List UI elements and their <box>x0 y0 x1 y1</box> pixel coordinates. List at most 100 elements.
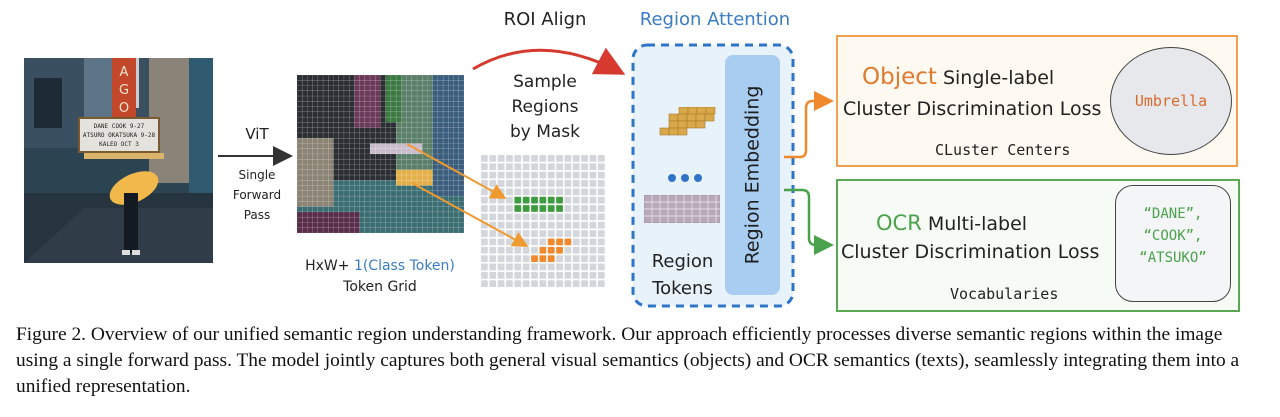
input-photo: A G O DANE COOK 9-27 ATSURO OKATSUKA 9-2… <box>24 58 213 263</box>
mask-cell-empty <box>539 188 547 196</box>
sign-letter: A <box>120 65 129 80</box>
roi-align-arrow <box>472 47 626 75</box>
mask-cell-text-region <box>556 196 563 204</box>
token-cell <box>458 95 464 102</box>
token-grid-label: Token Grid <box>343 279 417 295</box>
mask-cell-empty <box>556 221 563 229</box>
mask-cell-empty <box>489 163 497 171</box>
mask-cell-empty <box>581 271 588 279</box>
figure-caption: Figure 2. Overview of our unified semant… <box>16 324 1240 397</box>
mask-cell-empty <box>589 171 597 179</box>
mask-cell-empty <box>597 171 605 179</box>
mask-cell-empty <box>556 263 563 271</box>
mask-cell-empty <box>597 230 605 237</box>
mask-cell-empty <box>597 163 605 171</box>
mask-cell-empty <box>572 155 580 162</box>
mask-cell-empty <box>522 155 530 162</box>
mask-cell-empty <box>489 171 497 179</box>
mask-cell-empty <box>539 280 547 288</box>
ago-sign <box>112 58 136 118</box>
mask-cell-empty <box>589 205 597 212</box>
mask-cell-empty <box>489 155 497 162</box>
mask-cell-empty <box>489 271 497 279</box>
mask-cell-empty <box>581 221 588 229</box>
ocr-loss-title: OCR Multi-label <box>876 211 1027 235</box>
mask-cell-empty <box>497 163 505 171</box>
mask-cell-empty <box>481 271 488 279</box>
mask-cell-empty <box>581 255 588 262</box>
mask-cell-empty <box>539 213 547 221</box>
mask-cell-umbrella-region <box>556 246 563 254</box>
mask-cell-empty <box>564 171 572 179</box>
mask-cell-empty <box>589 221 597 229</box>
mask-cell-empty <box>506 246 513 254</box>
mask-cell-empty <box>506 263 513 271</box>
mask-cell-empty <box>589 155 597 162</box>
mask-cell-empty <box>506 213 513 221</box>
mask-cell-empty <box>581 238 588 246</box>
mask-cell-empty <box>489 238 497 246</box>
mask-cell-empty <box>539 238 547 246</box>
label-line: Single <box>238 168 276 182</box>
mask-cell-empty <box>514 171 522 179</box>
mask-cell-empty <box>572 163 580 171</box>
mask-cell-empty <box>556 230 563 237</box>
label-line: by Mask <box>509 122 581 142</box>
text-region-sample-arrow <box>406 143 507 199</box>
mask-cell-text-region <box>522 196 530 204</box>
mask-cell-empty <box>597 255 605 262</box>
ocr-loss-line2: Cluster Discrimination Loss <box>841 241 1100 263</box>
mask-cell-empty <box>597 213 605 221</box>
mask-cell-empty <box>506 180 513 187</box>
mask-cell-empty <box>514 213 522 221</box>
mask-cell-empty <box>506 171 513 179</box>
token-cell <box>458 111 464 118</box>
mask-cell-empty <box>531 155 538 162</box>
label-line: Pass <box>243 208 271 222</box>
mask-cell-empty <box>497 155 505 162</box>
text-region-tokens <box>643 194 721 227</box>
token-cell <box>458 195 464 202</box>
mask-cell-empty <box>597 246 605 254</box>
sign-letter: G <box>119 83 129 98</box>
mask-cell-empty <box>531 188 538 196</box>
label-line: Region <box>651 251 714 272</box>
mask-cell-text-region <box>514 196 522 204</box>
mask-cell-empty <box>481 238 488 246</box>
label-line: Forward <box>232 188 282 202</box>
mask-cell-empty <box>564 155 572 162</box>
sample-regions-label: Sample Regions by Mask <box>490 70 600 145</box>
mask-cell-empty <box>522 188 530 196</box>
mask-cell-empty <box>531 171 538 179</box>
mask-cell-empty <box>572 246 580 254</box>
mask-cell-empty <box>531 180 538 187</box>
mask-cell-empty <box>489 205 497 212</box>
mask-cell-empty <box>514 255 522 262</box>
mask-cell-text-region <box>539 196 547 204</box>
mask-cell-empty <box>514 163 522 171</box>
mask-cell-empty <box>564 196 572 204</box>
mask-cell-empty <box>564 188 572 196</box>
mask-cell-empty <box>572 255 580 262</box>
dot <box>694 174 702 182</box>
mask-cell-empty <box>597 196 605 204</box>
mask-cell-empty <box>556 271 563 279</box>
mask-cell-empty <box>531 246 538 254</box>
mask-cell-empty <box>589 188 597 196</box>
mask-cell-empty <box>564 163 572 171</box>
mask-cell-empty <box>581 263 588 271</box>
mask-cell-empty <box>581 280 588 288</box>
mask-cell-empty <box>564 213 572 221</box>
mask-cell-empty <box>589 263 597 271</box>
mask-cell-empty <box>564 205 572 212</box>
mask-cell-empty <box>589 238 597 246</box>
mask-cell-empty <box>547 263 555 271</box>
mask-cell-empty <box>556 163 563 171</box>
mask-cell-empty <box>531 213 538 221</box>
mask-cell-empty <box>481 246 488 254</box>
mask-cell-empty <box>506 163 513 171</box>
token-grid-image <box>297 75 464 233</box>
mask-cell-text-region <box>514 205 522 212</box>
mask-cell-empty <box>522 255 530 262</box>
